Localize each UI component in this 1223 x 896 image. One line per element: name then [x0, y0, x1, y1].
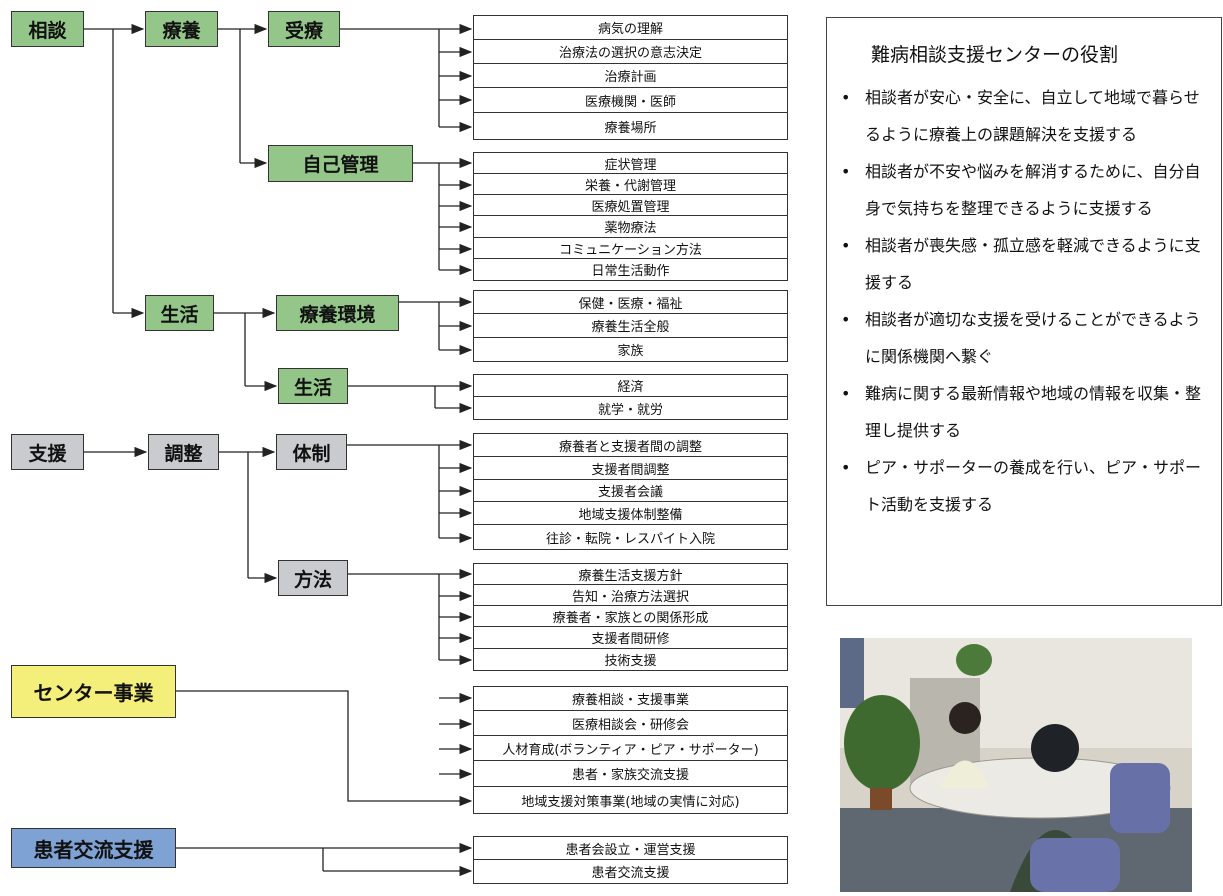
leaf-item: 医療相談会・研修会: [473, 711, 788, 736]
node-chosei: 調整: [148, 434, 219, 470]
leaf-item: 栄養・代謝管理: [473, 174, 788, 195]
leaf-item: 療養生活全般: [473, 314, 788, 338]
leaf-item: 医療機関・医師: [473, 88, 788, 113]
node-sodan: 相談: [11, 11, 84, 47]
leaf-item: 保健・医療・福祉: [473, 290, 788, 314]
leaf-item: 薬物療法: [473, 216, 788, 238]
leaf-item: 支援者間調整: [473, 457, 788, 480]
leaf-item: 療養生活支援方針: [473, 563, 788, 585]
leaf-item: 経済: [473, 374, 788, 397]
node-taisei: 体制: [276, 434, 347, 470]
roles-panel: 難病相談支援センターの役割 相談者が安心・安全に、自立して地域で暮らせるように療…: [826, 17, 1222, 606]
leaf-item: 地域支援対策事業(地域の実情に対応): [473, 787, 788, 814]
leaf-item: 支援者会議: [473, 480, 788, 502]
leaf-item: 就学・就労: [473, 397, 788, 420]
leaf-item: 療養者と支援者間の調整: [473, 433, 788, 457]
leaf-item: 療養場所: [473, 113, 788, 140]
node-jiko-kanri: 自己管理: [268, 145, 413, 182]
node-seikatsu-mid: 生活: [145, 295, 214, 331]
leaf-item: 患者・家族交流支援: [473, 761, 788, 787]
leaf-item: 療養相談・支援事業: [473, 686, 788, 711]
leaf-item: 地域支援体制整備: [473, 502, 788, 525]
role-bullet: 相談者が喪失感・孤立感を軽減できるように支援する: [841, 227, 1213, 301]
leaf-item: 治療計画: [473, 64, 788, 88]
leaf-item: コミュニケーション方法: [473, 238, 788, 259]
node-center-jigyo: センター事業: [11, 665, 176, 718]
node-kanja-koryu: 患者交流支援: [11, 828, 176, 868]
leaf-item: 療養者・家族との関係形成: [473, 606, 788, 627]
leaf-item: 病気の理解: [473, 15, 788, 40]
roles-list: 相談者が安心・安全に、自立して地域で暮らせるように療養上の課題解決を支援する 相…: [827, 79, 1221, 523]
consultation-photo: [840, 638, 1192, 892]
leaf-item: 告知・治療方法選択: [473, 585, 788, 606]
leaf-item: 患者交流支援: [473, 860, 788, 884]
leaf-item: 日常生活動作: [473, 259, 788, 281]
role-bullet: 相談者が安心・安全に、自立して地域で暮らせるように療養上の課題解決を支援する: [841, 79, 1213, 153]
node-hoho: 方法: [278, 560, 348, 596]
leaf-item: 支援者間研修: [473, 627, 788, 649]
leaf-item: 家族: [473, 338, 788, 362]
node-ryoyo: 療養: [145, 11, 218, 47]
node-jyuryo: 受療: [268, 11, 340, 47]
leaf-item: 人材育成(ボランティア・ピア・サポーター): [473, 736, 788, 761]
leaf-item: 技術支援: [473, 649, 788, 671]
leaf-item: 患者会設立・運営支援: [473, 836, 788, 860]
node-ryoyo-kankyo: 療養環境: [276, 295, 399, 331]
leaf-item: 往診・転院・レスパイト入院: [473, 525, 788, 550]
role-bullet: 相談者が不安や悩みを解消するために、自分自身で気持ちを整理できるように支援する: [841, 153, 1213, 227]
leaf-item: 治療法の選択の意志決定: [473, 40, 788, 64]
role-bullet: 難病に関する最新情報や地域の情報を収集・整理し提供する: [841, 375, 1213, 449]
roles-title: 難病相談支援センターの役割: [871, 44, 1119, 66]
role-bullet: 相談者が適切な支援を受けることができるように関係機関へ繋ぐ: [841, 301, 1213, 375]
leaf-item: 症状管理: [473, 152, 788, 174]
node-shien: 支援: [11, 434, 84, 470]
leaf-item: 医療処置管理: [473, 195, 788, 216]
node-seikatsu-sub: 生活: [278, 368, 348, 404]
role-bullet: ピア・サポーターの養成を行い、ピア・サポート活動を支援する: [841, 449, 1213, 523]
